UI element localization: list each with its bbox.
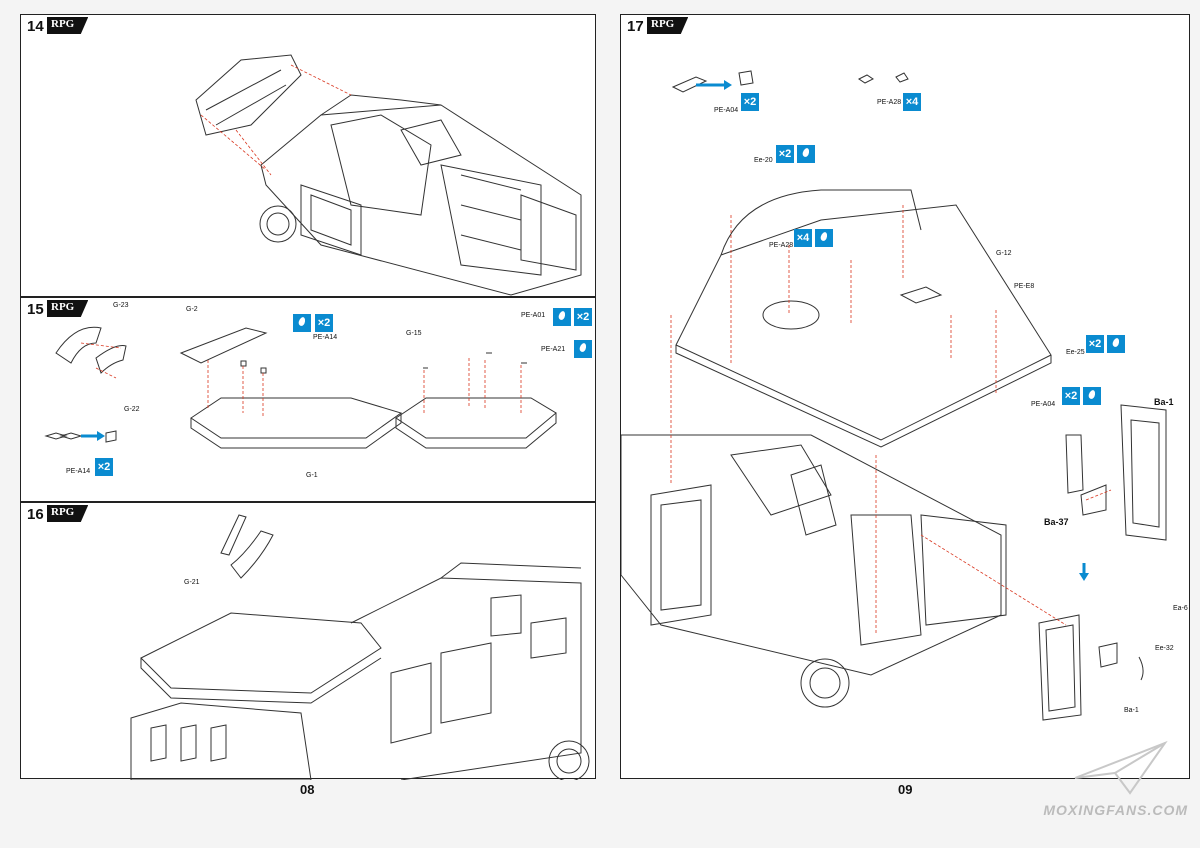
part-label: G-2 xyxy=(186,306,198,313)
part-label: PE-A14 xyxy=(313,334,338,341)
quantity-badge: ×4 xyxy=(794,229,812,247)
watermark: MOXINGFANS.COM xyxy=(1043,802,1188,818)
glue-icon xyxy=(574,340,592,358)
part-label: Ba-1 xyxy=(1124,707,1139,714)
quantity-badge: ×2 xyxy=(776,145,794,163)
quantity-badge: ×2 xyxy=(741,93,759,111)
step-17-drawing xyxy=(621,70,1167,721)
part-label: PE-A04 xyxy=(1031,401,1056,408)
quantity-badge: ×4 xyxy=(903,93,921,111)
part-label: Ee-20 xyxy=(754,157,773,164)
part-label: PE-A01 xyxy=(521,312,546,319)
part-label: G-21 xyxy=(184,579,200,586)
part-label: Ea-6 xyxy=(1173,605,1188,612)
glue-icon xyxy=(293,314,311,332)
part-label: G-22 xyxy=(124,406,140,413)
brand-logo: RPG xyxy=(47,17,89,34)
step-number: 15 xyxy=(27,301,44,318)
step-16-panel: 16 RPG G-21 xyxy=(20,502,596,780)
step-17-panel: 17 RPG xyxy=(620,14,1190,779)
quantity-badge: ×2 xyxy=(315,314,333,332)
part-label: G-23 xyxy=(113,302,129,309)
part-label: G-15 xyxy=(406,330,422,337)
part-label: Ba-37 xyxy=(1044,517,1069,527)
step-14-drawing xyxy=(195,54,582,296)
brand-logo: RPG xyxy=(47,300,89,317)
glue-icon xyxy=(797,145,815,163)
paper-plane-icon xyxy=(1074,740,1168,795)
quantity-badge: ×2 xyxy=(95,458,113,476)
page-number: 08 xyxy=(300,782,315,797)
step-14-panel: 14 RPG xyxy=(20,14,596,297)
page-number: 09 xyxy=(898,782,913,797)
glue-icon xyxy=(553,308,571,326)
part-label: Ee-25 xyxy=(1066,349,1085,356)
part-label: PE-E8 xyxy=(1014,283,1035,290)
part-label: PE-A28 xyxy=(769,242,794,249)
part-label: G-12 xyxy=(996,250,1012,257)
step-number: 17 xyxy=(627,18,644,35)
part-label: G-1 xyxy=(306,472,318,479)
step-number: 16 xyxy=(27,506,44,523)
step-15-panel: 15 RPG G-23 G-22 PE-A14 ×2 G-2 ×2 PE-A14… xyxy=(20,297,596,502)
part-label: PE-A21 xyxy=(541,346,566,353)
quantity-badge: ×2 xyxy=(1062,387,1080,405)
quantity-badge: ×2 xyxy=(1086,335,1104,353)
step-number: 14 xyxy=(27,18,44,35)
part-label: PE-A04 xyxy=(714,107,739,114)
brand-logo: RPG xyxy=(47,505,89,522)
brand-logo: RPG xyxy=(647,17,689,34)
glue-icon xyxy=(815,229,833,247)
quantity-badge: ×2 xyxy=(574,308,592,326)
glue-icon xyxy=(1083,387,1101,405)
step-15-drawing xyxy=(44,326,557,449)
part-label: PE-A14 xyxy=(66,468,91,475)
part-label: Ba-1 xyxy=(1154,397,1174,407)
part-label: PE-A28 xyxy=(877,99,902,106)
part-label: Ee-32 xyxy=(1155,645,1174,652)
step-16-drawing xyxy=(130,514,590,780)
glue-icon xyxy=(1107,335,1125,353)
